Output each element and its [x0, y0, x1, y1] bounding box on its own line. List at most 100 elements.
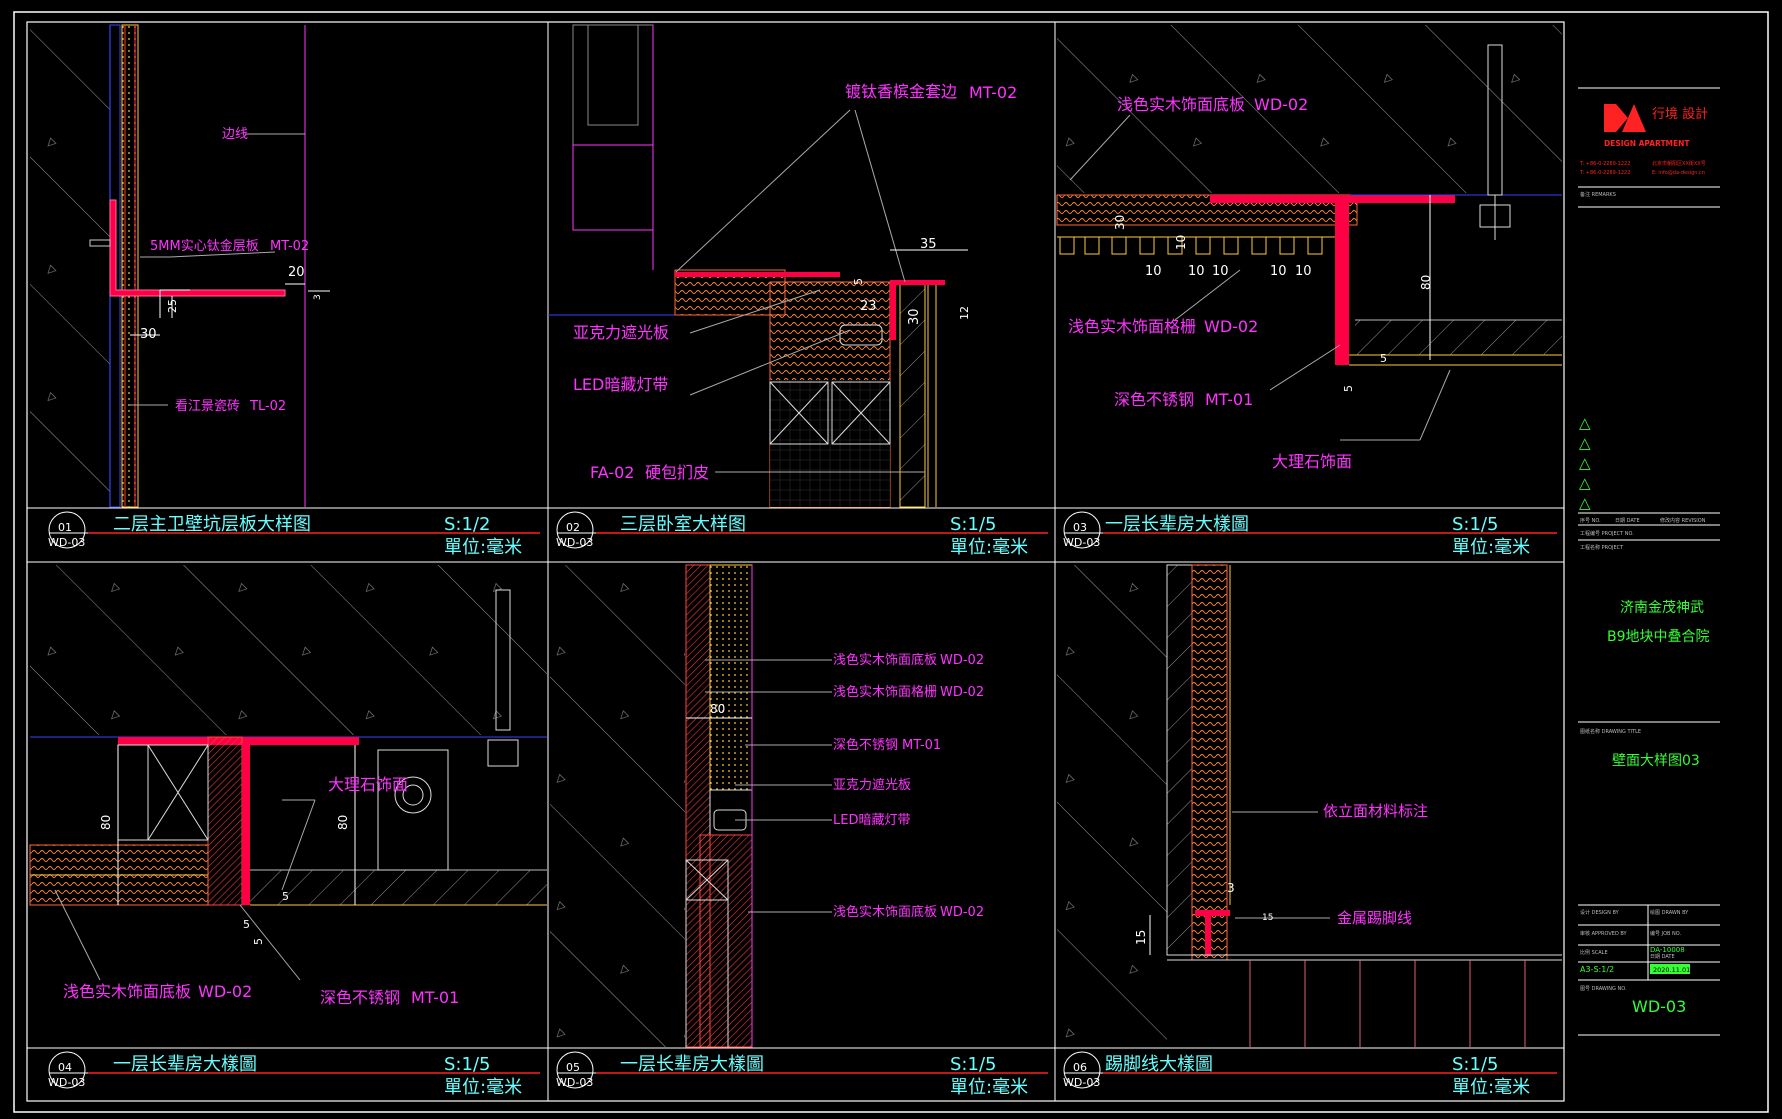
p01-unit: 單位:毫米: [444, 537, 522, 558]
address-1: 北京市朝阳区XX街XX号: [1652, 160, 1706, 167]
p01-dim-20: 20: [288, 265, 305, 280]
p06-label-elevation: 依立面材料标注: [1323, 802, 1428, 820]
job-no-label: 编号 JOB NO.: [1650, 930, 1681, 937]
date-label: 日期 DATE: [1650, 954, 1675, 960]
p03-tag-mt01: MT-01: [1205, 390, 1253, 409]
p03-dim-10e: 10: [1295, 264, 1312, 279]
p06-title: 踢脚线大樣圖: [1105, 1054, 1213, 1075]
outer-frame: [13, 11, 1769, 1113]
job-no: DA-10008: [1650, 946, 1685, 954]
p03-dim-10c: 10: [1212, 264, 1229, 279]
p01-label-tile: 看江景瓷砖: [175, 398, 240, 414]
p01-number: 01: [58, 521, 72, 534]
p06-sheet: WD-03: [1063, 1076, 1100, 1089]
panel-05-titlebar: 05 WD-03 一层长辈房大樣圖 S:1/5 單位:毫米: [556, 1051, 1048, 1098]
rev-triangle-5: △: [1579, 494, 1591, 512]
p05-label-base: 浅色实木饰面底板: [833, 652, 937, 668]
panel-06-titlebar: 06 WD-03 踢脚线大樣圖 S:1/5 單位:毫米: [1063, 1051, 1557, 1098]
p02-tag-mt02: MT-02: [969, 83, 1017, 102]
panel-02-titlebar: 02 WD-03 三层卧室大样图 S:1/5 單位:毫米: [556, 511, 1048, 558]
panel-05-drawing: [550, 564, 832, 1048]
panel-01-titlebar: 01 WD-03 二层主卫壁坑层板大样图 S:1/2 單位:毫米: [48, 511, 540, 558]
p05-tag-mt01: MT-01: [902, 738, 941, 753]
p02-sheet: WD-03: [556, 536, 593, 549]
p04-sheet: WD-03: [48, 1076, 85, 1089]
p01-tag-tl02: TL-02: [249, 399, 286, 414]
rev-triangle-1: △: [1579, 414, 1591, 432]
rev-triangle-2: △: [1579, 434, 1591, 452]
p04-tag-mt01: MT-01: [411, 988, 459, 1007]
date-highlight: [1650, 964, 1690, 974]
project-label: 工程名称 PROJECT: [1580, 544, 1624, 551]
p03-tag-wd02-a: WD-02: [1254, 95, 1308, 114]
p05-tag-wd02-c: WD-02: [940, 905, 984, 920]
p04-dim-80b: 80: [336, 815, 350, 830]
scale-value: A3-S:1/2: [1580, 965, 1614, 974]
p05-tag-wd02-a: WD-02: [940, 653, 984, 668]
panel-04-drawing: [29, 565, 547, 981]
p04-dim-5b: 5: [243, 918, 250, 931]
p01-dim-30: 30: [140, 327, 157, 342]
p01-label-shelf: 5MM实心钛金层板: [150, 238, 259, 254]
p03-sheet: WD-03: [1063, 536, 1100, 549]
p06-unit: 單位:毫米: [1452, 1077, 1530, 1098]
p05-unit: 單位:毫米: [950, 1077, 1028, 1098]
p02-dim-5: 5: [852, 278, 865, 285]
sheet-no-label: 图号 DRAWING NO.: [1580, 986, 1627, 992]
p02-label-trim: 镀钛香槟金套边: [845, 82, 957, 101]
p04-label-steel: 深色不锈钢: [320, 988, 400, 1007]
panel-03-titlebar: 03 WD-03 一层长辈房大樣圖 S:1/5 單位:毫米: [1063, 511, 1557, 558]
rev-date-label: 日期 DATE: [1615, 518, 1640, 524]
p02-label-acrylic: 亚克力遮光板: [573, 323, 669, 342]
p06-dim-3: 3: [1227, 881, 1235, 895]
rev-triangle-3: △: [1579, 454, 1591, 472]
project-no-label: 工程编号 PROJECT NO.: [1580, 530, 1634, 537]
p03-dim-5a: 5: [1380, 352, 1387, 365]
logo-text-en: DESIGN APARTMENT: [1604, 139, 1690, 148]
p03-label-marble: 大理石饰面: [1272, 452, 1352, 471]
p05-label-acrylic: 亚克力遮光板: [833, 777, 911, 793]
p01-sheet: WD-03: [48, 536, 85, 549]
p05-title: 一层长辈房大樣圖: [620, 1054, 764, 1075]
p04-scale: S:1/5: [444, 1054, 490, 1075]
p06-number: 06: [1073, 1061, 1087, 1074]
p03-scale: S:1/5: [1452, 514, 1498, 535]
panel-04-titlebar: 04 WD-03 一层长辈房大樣圖 S:1/5 單位:毫米: [48, 1051, 540, 1098]
p03-dim-10a: 10: [1145, 264, 1162, 279]
p04-tag-wd02: WD-02: [198, 982, 252, 1001]
approved-by: 审核 APPROVED BY: [1580, 930, 1628, 937]
p02-label-upholstery: 硬包扪皮: [645, 463, 709, 482]
scale-label: 比例 SCALE: [1580, 949, 1608, 956]
panel-01-drawing: [30, 24, 330, 508]
p01-dim-3: 3: [313, 294, 323, 300]
p02-number: 02: [566, 521, 580, 534]
p01-dim-25: 25: [166, 299, 179, 313]
drawing-title-label: 图纸名称 DRAWING TITLE: [1580, 728, 1641, 735]
address-2: E: info@da-design.cn: [1652, 170, 1705, 176]
contact-1: T: +86-0-2289-1222: [1579, 161, 1630, 167]
p03-label-base: 浅色实木饰面底板: [1117, 95, 1245, 114]
title-block: 行境 設計 DESIGN APARTMENT T: +86-0-2289-122…: [1578, 87, 1720, 1036]
p04-title: 一层长辈房大樣圖: [113, 1054, 257, 1075]
panel-03-drawing: [1056, 25, 1562, 441]
p03-label-steel: 深色不锈钢: [1114, 390, 1194, 409]
p06-dim-15a: 15: [1134, 930, 1148, 945]
p06-label-skirting: 金属踢脚线: [1337, 909, 1412, 927]
contact-2: T: +86-0-2289-1222: [1579, 170, 1630, 176]
p03-dim-80: 80: [1419, 275, 1433, 290]
p02-dim-30: 30: [907, 308, 922, 325]
remarks-label: 备注 REMARKS: [1580, 191, 1616, 198]
p03-unit: 單位:毫米: [1452, 537, 1530, 558]
p04-dim-5c: 5: [252, 938, 265, 945]
p05-scale: S:1/5: [950, 1054, 996, 1075]
p02-label-led: LED暗藏灯带: [573, 375, 668, 394]
p06-dim-15b: 15: [1262, 913, 1273, 923]
p03-tag-wd02-b: WD-02: [1204, 317, 1258, 336]
p04-dim-5a: 5: [282, 890, 289, 903]
p02-tag-fa02: FA-02: [590, 463, 634, 482]
project-name-line-1: 济南金茂神武: [1620, 599, 1704, 616]
p05-label-led: LED暗藏灯带: [833, 813, 910, 828]
p06-scale: S:1/5: [1452, 1054, 1498, 1075]
panel-06-drawing: [1057, 564, 1562, 1047]
